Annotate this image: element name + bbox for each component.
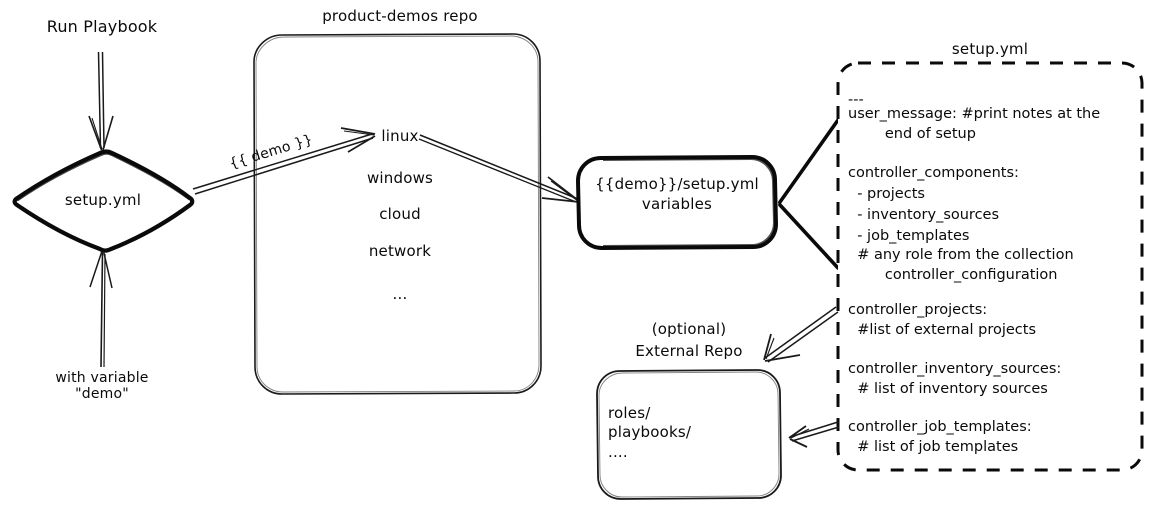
run-playbook-label: Run Playbook xyxy=(46,17,158,36)
with-variable-arrow xyxy=(89,250,113,368)
external-repo-item-ellipsis: .... xyxy=(608,443,628,461)
product-demos-repo-title: product-demos repo xyxy=(322,7,478,25)
variables-node-line1: {{demo}}/setup.yml xyxy=(595,175,759,193)
external-repo-title-line1: (optional) xyxy=(651,320,727,338)
repo-item-ellipsis: ... xyxy=(392,285,408,303)
setup-panel-line-15: # list of inventory sources xyxy=(848,381,1048,397)
setup-yml-panel-box xyxy=(836,61,1144,472)
linux-to-variables-arrow xyxy=(418,134,580,203)
setup-panel-line-11: controller_projects: xyxy=(848,302,988,318)
setup-panel-to-variables-arrow xyxy=(778,118,840,270)
product-demos-repo-box xyxy=(253,33,542,395)
controller-job-templates-to-external-repo-arrow xyxy=(788,421,840,448)
demo-variable-arrow xyxy=(192,127,376,195)
setup-yml-diamond-shape xyxy=(12,149,195,253)
run-playbook-arrow xyxy=(88,51,114,151)
setup-panel-line-0: --- xyxy=(848,92,864,108)
setup-panel-line-1: user_message: #print notes at the xyxy=(848,106,1101,122)
setup-panel-line-4: controller_components: xyxy=(848,165,1019,181)
setup-panel-line-17: controller_job_templates: xyxy=(848,419,1032,435)
setup-yml-node-label: setup.yml xyxy=(64,191,142,209)
setup-panel-line-6: - inventory_sources xyxy=(848,207,1000,223)
external-repo-item-playbooks: playbooks/ xyxy=(608,423,692,441)
repo-item-linux: linux xyxy=(381,127,419,145)
repo-item-cloud: cloud xyxy=(379,205,421,223)
with-variable-note: with variable "demo" xyxy=(55,370,149,403)
external-repo-box xyxy=(596,369,782,500)
setup-yml-panel-title: setup.yml xyxy=(951,40,1029,58)
setup-panel-line-18: # list of job templates xyxy=(848,439,1019,455)
setup-panel-line-5: - projects xyxy=(848,186,925,202)
setup-panel-line-8: # any role from the collection xyxy=(848,247,1074,263)
setup-panel-line-9: controller_configuration xyxy=(848,267,1058,283)
setup-panel-line-7: - job_templates xyxy=(848,228,970,244)
variables-node-box xyxy=(576,155,778,250)
repo-item-windows: windows xyxy=(366,169,434,187)
external-repo-item-roles: roles/ xyxy=(608,404,651,422)
controller-projects-to-external-repo-arrow xyxy=(763,306,839,363)
setup-panel-line-2: end of setup xyxy=(848,126,976,142)
variables-node-line2: variables xyxy=(641,195,713,213)
setup-panel-line-12: #list of external projects xyxy=(848,322,1037,338)
setup-panel-line-14: controller_inventory_sources: xyxy=(848,361,1062,377)
repo-item-network: network xyxy=(368,242,432,260)
external-repo-title-line2: External Repo xyxy=(635,342,743,360)
